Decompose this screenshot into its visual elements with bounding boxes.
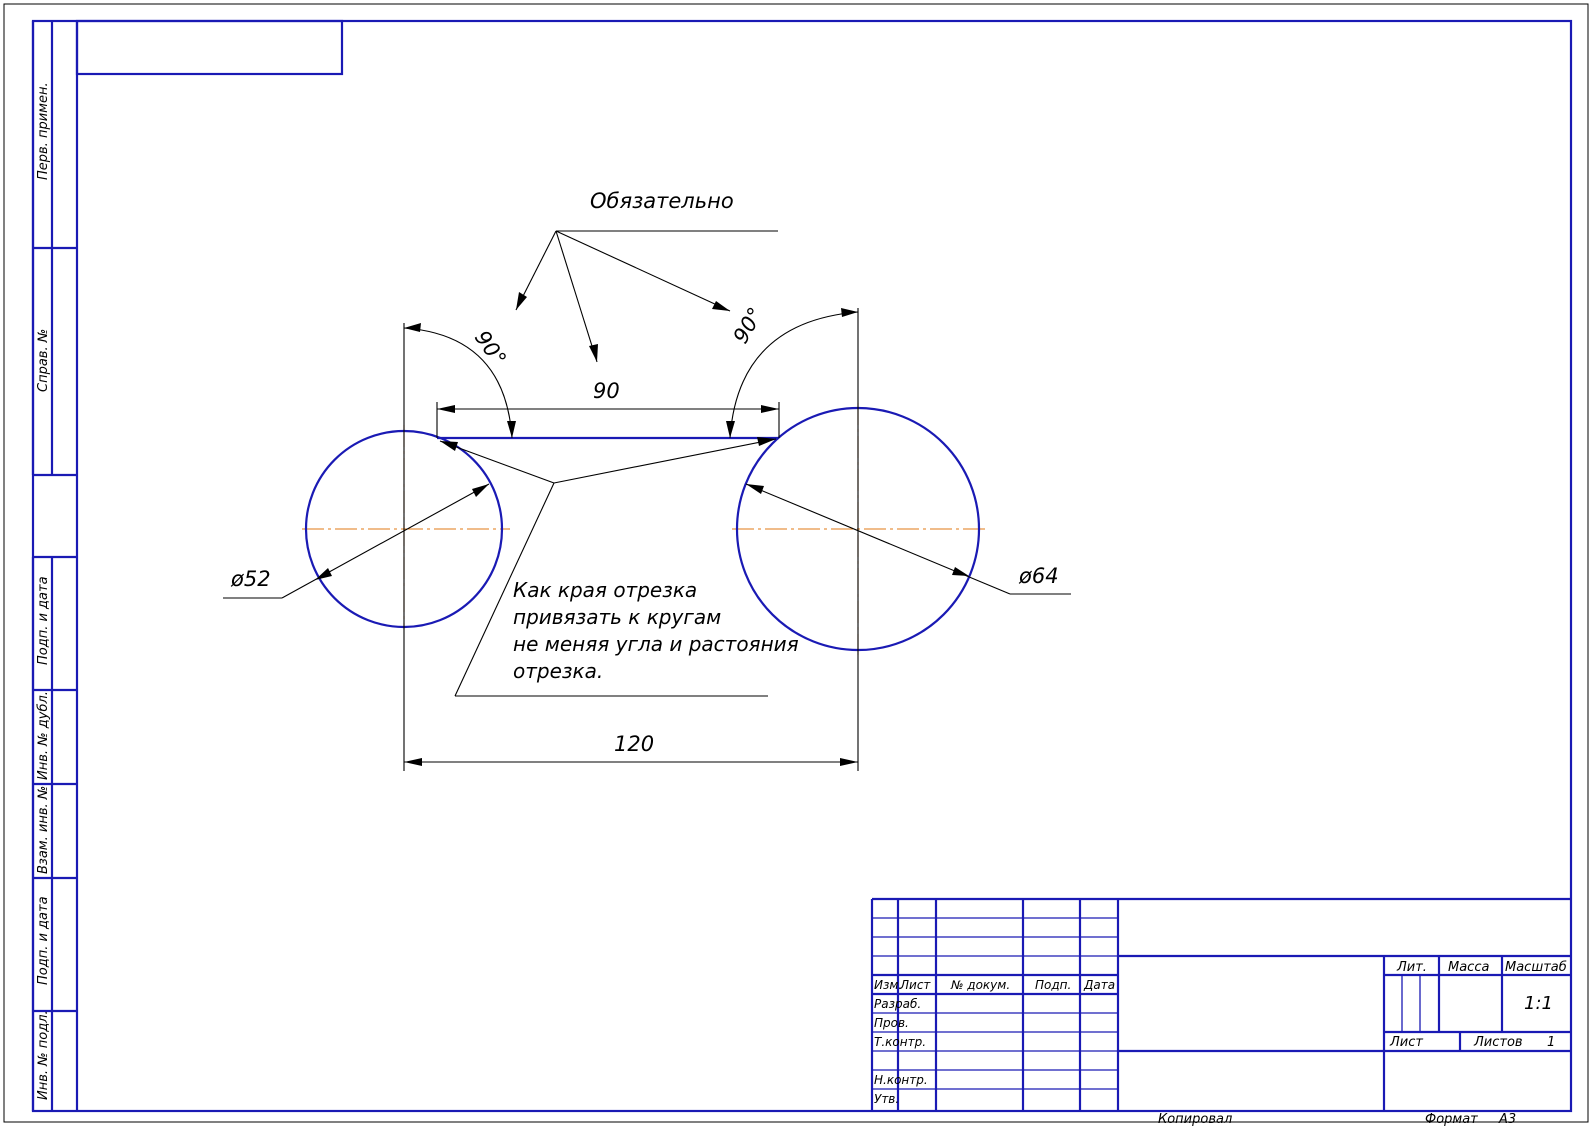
- dim-dia-64: ø64: [745, 483, 1071, 595]
- dia-64-label: ø64: [1018, 564, 1059, 588]
- dim-90-label: 90: [593, 379, 620, 403]
- row-label-prov: Пров.: [874, 1016, 909, 1030]
- top-left-box: [75, 19, 344, 76]
- side-stamp: Перв. примен. Справ. № Подп. и дата Инв.…: [31, 21, 79, 1111]
- side-label-perv: Перв. примен.: [36, 82, 51, 180]
- side-label-vzam: Взам. инв. №: [36, 786, 51, 874]
- angle-left-label: 90°: [470, 326, 511, 370]
- row-label-razrab: Разраб.: [874, 997, 921, 1011]
- mass-label: Масса: [1448, 960, 1489, 975]
- side-label-inv-podl: Инв. № подл.: [36, 1010, 51, 1100]
- scale-label: Масштаб: [1505, 960, 1567, 975]
- note-line-1: Как края отрезка: [513, 578, 697, 602]
- side-label-sprav: Справ. №: [36, 329, 51, 392]
- angle-right: 90°: [726, 303, 859, 439]
- dim-120-label: 120: [614, 732, 654, 756]
- col-header-data: Дата: [1083, 978, 1115, 992]
- dim-90: 90: [437, 379, 779, 413]
- col-header-podp: Подп.: [1035, 978, 1071, 992]
- format-value: А3: [1498, 1112, 1516, 1127]
- dia-52-label: ø52: [230, 567, 271, 591]
- row-label-tkontr: Т.контр.: [874, 1035, 926, 1049]
- note: Как края отрезка привязать к кругам не м…: [513, 578, 799, 683]
- title-block: Изм. Лист № докум. Подп. Дата Разраб. Пр…: [870, 897, 1571, 1111]
- col-header-list: Лист: [899, 978, 931, 992]
- sheets-label: Листов: [1473, 1035, 1523, 1050]
- sheet-border: [3, 3, 1589, 1123]
- note-line-2: привязать к кругам: [513, 605, 721, 629]
- dim-120: 120: [404, 732, 858, 766]
- col-header-dokum: № докум.: [950, 978, 1010, 992]
- note-leader: [439, 437, 777, 697]
- obligatory-label: Обязательно: [590, 189, 734, 213]
- lit-label: Лит.: [1396, 960, 1427, 975]
- dim-dia-52: ø52: [223, 483, 490, 599]
- angle-right-label: 90°: [729, 303, 768, 347]
- side-label-podp1: Подп. и дата: [36, 576, 51, 665]
- copied-label: Копировал: [1158, 1112, 1232, 1127]
- scale-value: 1:1: [1524, 993, 1553, 1014]
- angle-left: 90°: [403, 323, 516, 439]
- sheets-value: 1: [1547, 1035, 1555, 1050]
- row-label-nkontr: Н.контр.: [874, 1073, 928, 1087]
- note-line-3: не меняя угла и растояния: [513, 632, 799, 656]
- row-label-utv: Утв.: [874, 1092, 899, 1106]
- format-label: Формат: [1425, 1112, 1478, 1127]
- leader-obligatory: Обязательно: [515, 189, 778, 363]
- extension-lines: [403, 308, 859, 771]
- note-line-4: отрезка.: [513, 659, 603, 683]
- side-label-podp2: Подп. и дата: [36, 896, 51, 985]
- side-label-inv-dubl: Инв. № дубл.: [36, 691, 51, 780]
- sheet-label: Лист: [1389, 1035, 1423, 1050]
- drawing-frame: [31, 19, 1573, 1113]
- col-header-izm: Изм.: [874, 978, 902, 992]
